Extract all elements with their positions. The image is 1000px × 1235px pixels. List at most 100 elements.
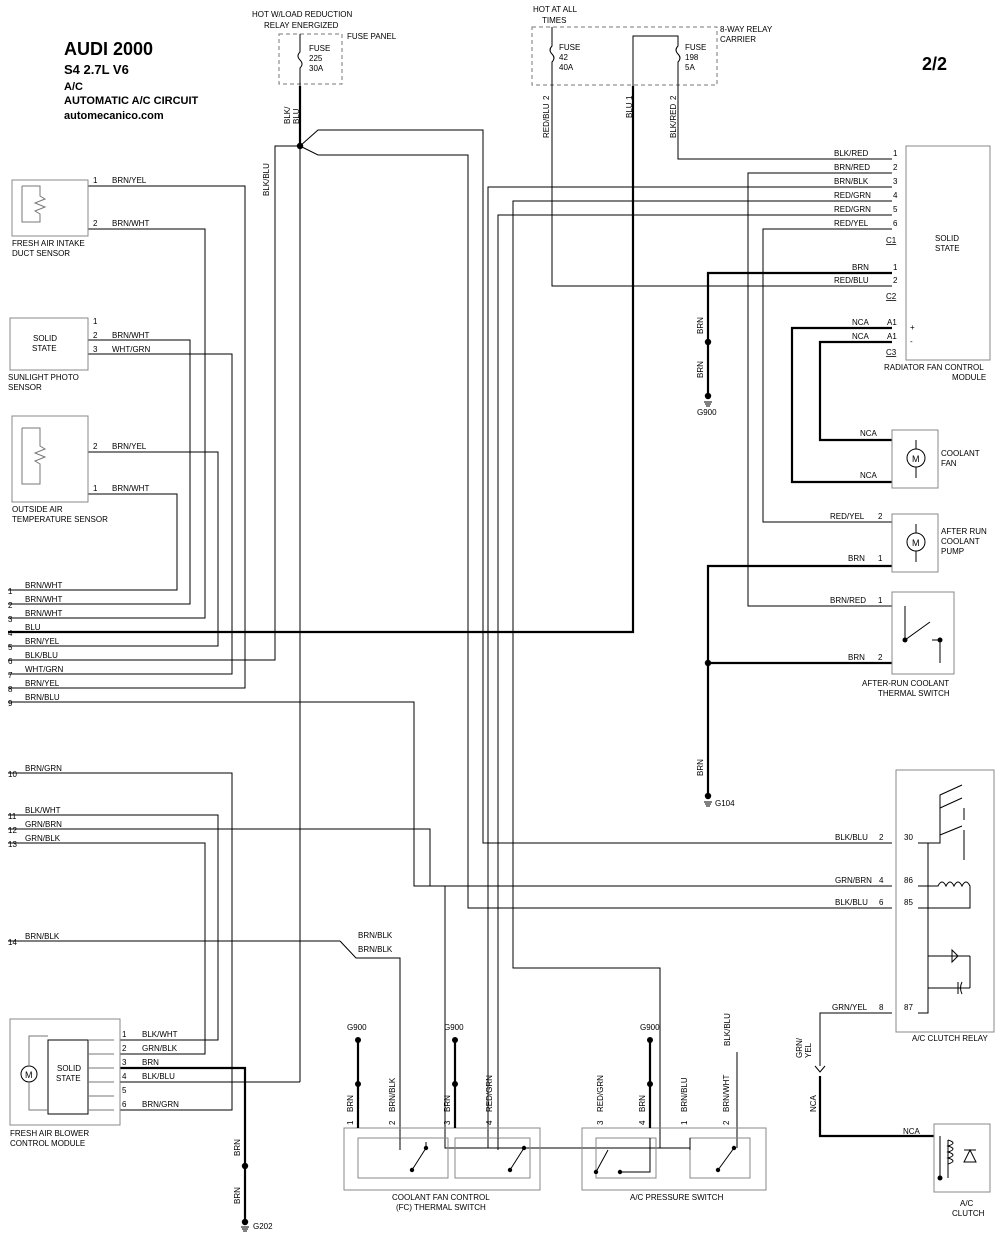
relay-pin: 2 <box>879 833 884 842</box>
wire-brn-red <box>747 172 892 607</box>
fuse-42-198-group: HOT AT ALL TIMES 8-WAY RELAY CARRIER FUS… <box>531 5 773 86</box>
wire-label-blu: BLU <box>625 102 634 118</box>
radiator-c1-pin: 3 <box>893 177 898 186</box>
hot-wload-label-2: RELAY ENERGIZED <box>264 21 339 30</box>
pump-wire-1: BRN <box>848 554 865 563</box>
fuse-225-rating: 30A <box>309 64 324 73</box>
g900-brn-2: BRN <box>696 361 705 378</box>
fuse-42-number: 42 <box>559 53 568 62</box>
wire-blk-red-c1-1 <box>677 86 892 160</box>
fresh-air-name-1: FRESH AIR INTAKE <box>12 239 85 248</box>
radiator-c1-wire: BRN/BLK <box>834 177 869 186</box>
g202-brn-1: BRN <box>233 1139 242 1156</box>
relay-terminal: 87 <box>904 1003 913 1012</box>
fc-switch-wire: BRN <box>443 1095 452 1112</box>
g104-brn: BRN <box>696 759 705 776</box>
wire-label-blk-red: BLK/RED <box>669 104 678 138</box>
pressure-switch-pivot <box>715 1167 721 1173</box>
ac-clutch: A/C CLUTCH NCA GRN/ YEL NCA <box>795 1037 991 1218</box>
g900-label: G900 <box>697 408 717 417</box>
outside-air-wire-2: BRN/YEL <box>112 442 147 451</box>
fc-switch-pin: 3 <box>443 1120 452 1125</box>
relay-pin: 8 <box>879 1003 884 1012</box>
left-connector-wire-3: BRN/WHT <box>25 609 62 618</box>
relay-wire: GRN/BRN <box>835 876 872 885</box>
after-run-coolant-pump: M AFTER RUN COOLANT PUMP 2 RED/YEL 1 BRN <box>830 512 987 573</box>
wiring <box>8 86 934 1226</box>
switch-contacts <box>904 606 941 663</box>
pump-box <box>891 513 939 573</box>
fc-switch-box <box>343 1127 541 1191</box>
connector-c1: C1 <box>886 236 897 245</box>
left-connector: 1BRN/WHT2BRN/WHT3BRN/WHT4BLU5BRN/YEL6BLK… <box>8 581 63 947</box>
radiator-plus: + <box>910 323 915 332</box>
ground-labels: BRN BRN G900 BRN G104 BRN BRN G202 <box>233 317 735 1232</box>
radiator-name-2: MODULE <box>952 373 986 382</box>
fresh-air-sensor-box <box>11 179 89 237</box>
thermal-switch-wire-2: BRN <box>848 653 865 662</box>
wire-fresh-air-brn-yel <box>8 185 246 689</box>
pressure-inner-2 <box>689 1137 751 1179</box>
relay-terminal: 30 <box>904 833 913 842</box>
wire-red-yel <box>762 228 892 523</box>
outside-air-sensor-box <box>11 415 89 503</box>
thermal-switch-box <box>891 591 955 675</box>
blower-name-2: CONTROL MODULE <box>10 1139 85 1148</box>
blower-pin: 4 <box>122 1072 127 1081</box>
relay-carrier-label-1: 8-WAY RELAY <box>720 25 773 34</box>
relay-pin: 4 <box>879 876 884 885</box>
wire-brn-blu <box>8 701 690 1149</box>
coolant-fan-name-2: FAN <box>941 459 957 468</box>
blower-motor-leads <box>28 1035 48 1111</box>
left-connector-pin-1: 1 <box>8 587 13 596</box>
pressure-switch-pivot <box>593 1169 599 1175</box>
left-connector-pin-8: 8 <box>8 685 13 694</box>
thermal-switch-pin-2: 2 <box>878 653 883 662</box>
pressure-switch-wire: BRN/WHT <box>722 1075 731 1112</box>
radiator-pin-labels: 1BLK/RED2BRN/RED3BRN/BLK4RED/GRN5RED/GRN… <box>834 149 898 341</box>
pump-name-1: AFTER RUN <box>941 527 987 536</box>
left-connector-wire-11: BLK/WHT <box>25 806 61 815</box>
wire-label-red-blu: RED/BLU <box>542 103 551 138</box>
splice-g202 <box>241 1162 249 1170</box>
fc-switch-pin: 4 <box>485 1120 494 1125</box>
blower-name-1: FRESH AIR BLOWER <box>10 1129 89 1138</box>
wire-nca-clutch <box>818 1076 934 1138</box>
left-connector-pin-6: 6 <box>8 657 13 666</box>
radiator-c1-pin: 6 <box>893 219 898 228</box>
blower-internal-leads <box>88 1039 114 1111</box>
fc-g900-1: G900 <box>347 1023 367 1032</box>
left-connector-wire-9: BRN/BLU <box>25 693 60 702</box>
wire-brn-blk-fc2 <box>339 940 401 1148</box>
left-connector-wire-7: WHT/GRN <box>25 665 63 674</box>
sunlight-inner-2: STATE <box>32 344 57 353</box>
radiator-inner-2: STATE <box>935 244 960 253</box>
radiator-c1-pin: 4 <box>893 191 898 200</box>
fuse-225-group: HOT W/LOAD REDUCTION RELAY ENERGIZED FUS… <box>252 10 397 86</box>
wire-brn-g104 <box>706 564 892 796</box>
splice-label-brn-blk-1: BRN/BLK <box>358 931 393 940</box>
pump-name-3: PUMP <box>941 547 964 556</box>
fuse-42-rating: 40A <box>559 63 574 72</box>
fc-switch-wire: BRN/BLK <box>388 1077 397 1112</box>
left-connector-pin-5: 5 <box>8 643 13 652</box>
left-connector-pin-2: 2 <box>8 601 13 610</box>
fuse-225-number: 225 <box>309 54 323 63</box>
outside-air-name-2: TEMPERATURE SENSOR <box>12 515 108 524</box>
coolant-fan-control-thermal-switch: COOLANT FAN CONTROL (FC) THERMAL SWITCH … <box>343 1023 541 1212</box>
fresh-air-name-2: DUCT SENSOR <box>12 249 70 258</box>
radiator-c3-pin: A1 <box>887 332 897 341</box>
wire-to-relay-85 <box>299 145 892 909</box>
pressure-switch-pin: 4 <box>638 1120 647 1125</box>
fuse-198-label: FUSE <box>685 43 706 52</box>
wire-red-grn-4 <box>512 200 892 1148</box>
fc-splice <box>452 1081 458 1087</box>
thermal-switch-wire-1: BRN/RED <box>830 596 866 605</box>
outside-air-pin-1: 1 <box>93 484 98 493</box>
relay-coil <box>918 881 971 909</box>
fc-ground-wires <box>356 1042 457 1128</box>
left-connector-pin-14: 14 <box>8 938 17 947</box>
thermal-switch-name-1: AFTER-RUN COOLANT <box>862 679 949 688</box>
sunlight-name-2: SENSOR <box>8 383 42 392</box>
